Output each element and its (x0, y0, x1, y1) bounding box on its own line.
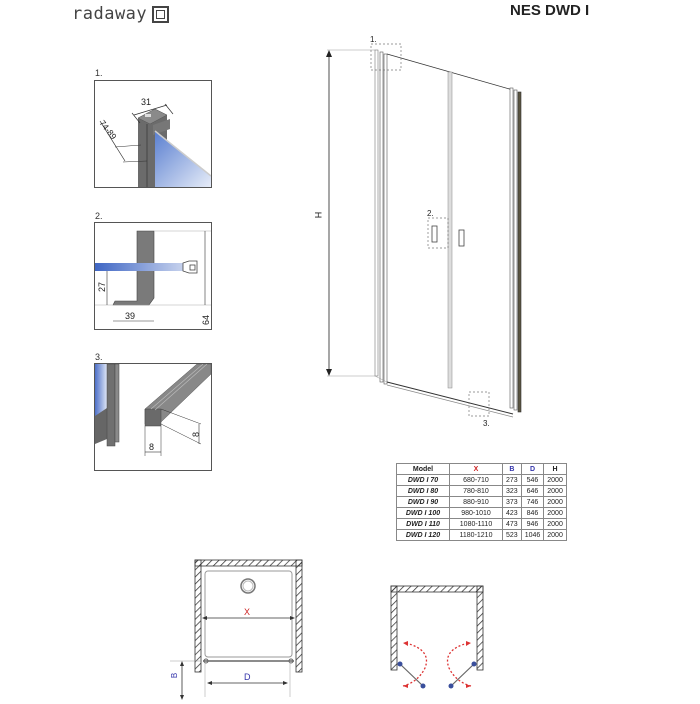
cell-h: 2000 (543, 507, 567, 519)
plan-b-label: B (170, 672, 180, 679)
brand-logo: radaway (72, 4, 170, 24)
cell-model: DWD I 100 (396, 507, 450, 519)
spec-table-header-row: Model X B D H (396, 463, 567, 475)
detail-3-height-dim: 8 (191, 432, 201, 437)
bottom-seal-detail-illustration: 8 8 (95, 364, 211, 456)
detail-2-total-height-dim: 64 (201, 315, 211, 325)
main-door-drawing: 1. 2. 3. H (313, 30, 535, 440)
detail-3-label: 3. (95, 352, 103, 362)
cell-h: 2000 (543, 518, 567, 530)
table-row: DWD I 100 980-1010 423 846 2000 (396, 507, 567, 519)
detail-2-label: 2. (95, 211, 103, 221)
table-row: DWD I 70 680-710 273 546 2000 (396, 474, 567, 486)
plan-d-label: D (244, 672, 251, 682)
header-d: D (520, 463, 545, 475)
header-model: Model (396, 463, 450, 475)
cell-b: 473 (502, 518, 522, 530)
detail-1-depth-dim: 74-89 (97, 118, 118, 142)
cell-x: 780-810 (449, 485, 503, 497)
table-row: DWD I 90 880-910 373 746 2000 (396, 496, 567, 508)
cell-h: 2000 (543, 485, 567, 497)
table-row: DWD I 120 1180-1210 523 1046 2000 (396, 529, 567, 541)
callout-3-label: 3. (483, 419, 490, 428)
product-title: NES DWD I (510, 2, 590, 19)
cell-b: 423 (502, 507, 522, 519)
detail-1-box: 31 74-89 (94, 80, 212, 188)
cell-b: 323 (502, 485, 522, 497)
cell-x: 880-910 (449, 496, 503, 508)
cell-model: DWD I 80 (396, 485, 450, 497)
cell-d: 546 (520, 474, 545, 486)
header-x: X (449, 463, 503, 475)
door-swing-diagram (390, 585, 484, 689)
cell-b: 373 (502, 496, 522, 508)
cell-d: 846 (520, 507, 545, 519)
spec-table: Model X B D H DWD I 70 680-710 273 546 2… (396, 463, 567, 541)
table-row: DWD I 110 1080-1110 473 946 2000 (396, 518, 567, 530)
cell-model: DWD I 90 (396, 496, 450, 508)
cell-h: 2000 (543, 474, 567, 486)
spec-table-container: Model X B D H DWD I 70 680-710 273 546 2… (396, 463, 567, 541)
cell-x: 980-1010 (449, 507, 503, 519)
plan-view-dimensions: X B D (160, 555, 320, 700)
plan-x-label: X (244, 607, 251, 617)
cell-h: 2000 (543, 529, 567, 541)
plan-view-dimensions-illustration (170, 559, 303, 700)
cell-h: 2000 (543, 496, 567, 508)
cell-x: 680-710 (449, 474, 503, 486)
cell-x: 1180-1210 (449, 529, 503, 541)
cell-x: 1080-1110 (449, 518, 503, 530)
cell-model: DWD I 120 (396, 529, 450, 541)
plan-view-swing (370, 570, 510, 700)
callout-1-label: 1. (370, 35, 377, 44)
detail-2-handle-height-dim: 27 (97, 282, 107, 292)
cell-d: 1046 (520, 529, 545, 541)
detail-2-box: 27 39 64 (94, 222, 212, 330)
cell-model: DWD I 70 (396, 474, 450, 486)
handle-detail-illustration: 27 39 64 (95, 230, 211, 325)
height-dimension-label: H (313, 211, 324, 219)
top-profile-detail-illustration: 31 74-89 (97, 97, 211, 187)
detail-2-width-dim: 39 (125, 311, 135, 321)
cell-model: DWD I 110 (396, 518, 450, 530)
header-h: H (543, 463, 567, 475)
brand-logo-square-icon (152, 5, 170, 23)
cell-d: 646 (520, 485, 545, 497)
detail-3-box: 8 8 (94, 363, 212, 471)
cell-d: 946 (520, 518, 545, 530)
callout-2-label: 2. (427, 209, 434, 218)
door-perspective-illustration: 1. 2. 3. (326, 35, 522, 428)
cell-b: 523 (502, 529, 522, 541)
cell-d: 746 (520, 496, 545, 508)
cell-b: 273 (502, 474, 522, 486)
brand-name: radaway (72, 4, 148, 24)
detail-1-width-dim: 31 (141, 97, 151, 107)
detail-3-width-dim: 8 (149, 442, 154, 452)
table-row: DWD I 80 780-810 323 646 2000 (396, 485, 567, 497)
header-b: B (502, 463, 522, 475)
detail-1-label: 1. (95, 68, 103, 78)
